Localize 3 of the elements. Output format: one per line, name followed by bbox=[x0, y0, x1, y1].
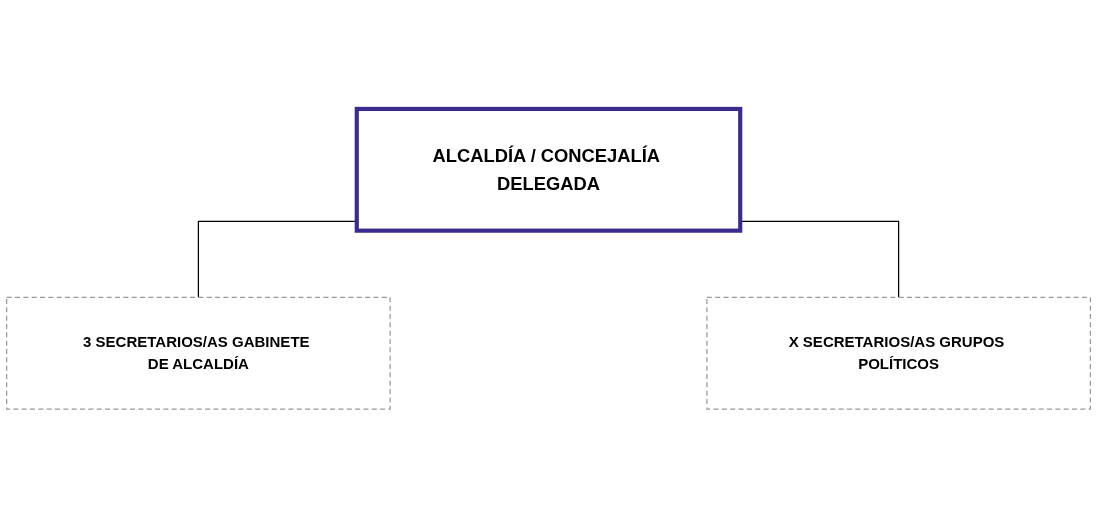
node-box: X SECRETARIOS/AS GRUPOS POLÍTICOS bbox=[706, 296, 1091, 410]
node-box: ALCALDÍA / CONCEJALÍA DELEGADA bbox=[354, 106, 743, 233]
node-box: 3 SECRETARIOS/AS GABINETE DE ALCALDÍA bbox=[6, 296, 391, 410]
